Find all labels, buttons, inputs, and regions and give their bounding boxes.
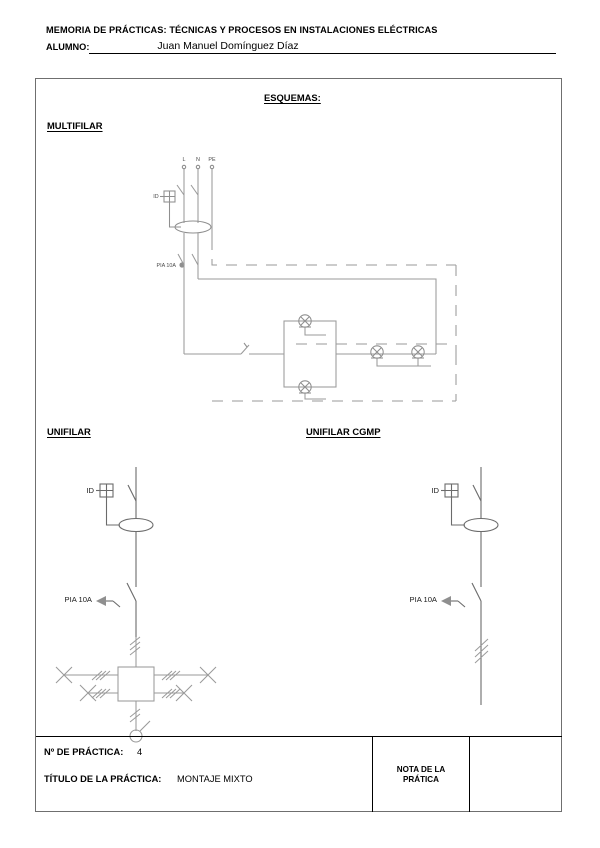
practice-title-label: TÍTULO DE LA PRÁCTICA: xyxy=(44,774,162,784)
grade-value-cell xyxy=(470,737,562,812)
conductor-count-switch-drop xyxy=(129,708,141,723)
practice-info-table: Nº DE PRÁCTICA: 4 TÍTULO DE LA PRÁCTICA:… xyxy=(36,736,562,812)
conductor-count-left-lower xyxy=(91,688,111,699)
supply-terminals xyxy=(181,164,215,170)
grade-header-cell: NOTA DE LA PRÁTICA xyxy=(373,737,470,812)
lamp-symbol-bottom xyxy=(298,380,326,400)
lamp-point-right-inner xyxy=(175,684,193,702)
switch-multifilar xyxy=(184,342,284,355)
conductor-count-cgmp-outgoing xyxy=(474,638,489,664)
right-branches-unifilar xyxy=(154,666,217,702)
document-header: MEMORIA DE PRÁCTICAS: TÉCNICAS Y PROCESO… xyxy=(46,24,556,54)
unifilar-schematic: ID PIA 10A xyxy=(55,467,217,743)
room-outline xyxy=(211,239,457,402)
practice-details-cell: Nº DE PRÁCTICA: 4 TÍTULO DE LA PRÁCTICA:… xyxy=(36,737,373,812)
supply-conductors xyxy=(183,169,213,239)
drawing-sheet: ESQUEMAS: MULTIFILAR UNIFILAR UNIFILAR C… xyxy=(35,78,562,812)
grade-header-line1: NOTA DE LA xyxy=(396,764,446,774)
conductor-count-right-upper xyxy=(161,670,181,681)
junction-box-unifilar xyxy=(117,666,155,702)
differential-switch-multifilar: ID xyxy=(153,184,212,234)
conductor-label-l: L xyxy=(183,157,186,163)
page-title: MEMORIA DE PRÁCTICAS: TÉCNICAS Y PROCESO… xyxy=(46,25,438,35)
student-name-rule: Juan Manuel Domínguez Díaz xyxy=(89,40,556,54)
pia-label-multifilar: PIA 10A xyxy=(157,263,177,269)
unifilar-cgmp-heading: UNIFILAR CGMP xyxy=(306,426,381,437)
grade-header-line2: PRÁTICA xyxy=(403,774,439,784)
circuit-breaker-unifilar: PIA 10A xyxy=(65,582,137,637)
lamp-point-right-outer xyxy=(199,666,217,684)
multifilar-schematic: L N PE ID xyxy=(153,157,457,402)
socket-outlets-multifilar xyxy=(370,345,431,367)
socket-symbol-2 xyxy=(411,345,425,366)
lamp-symbol-top xyxy=(298,314,326,336)
differential-switch-cgmp: ID xyxy=(431,483,499,587)
differential-switch-unifilar: ID xyxy=(86,483,154,587)
lamp-box-multifilar xyxy=(283,314,436,400)
lamp-point-left-outer xyxy=(55,666,73,684)
unifilar-cgmp-schematic: ID PIA 10A xyxy=(410,467,499,705)
circuit-breaker-multifilar: PIA 10A xyxy=(157,253,199,354)
student-name: Juan Manuel Domínguez Díaz xyxy=(157,40,299,52)
practice-number-label: Nº DE PRÁCTICA: xyxy=(44,747,124,757)
live-feed-wiring xyxy=(198,278,437,354)
schematics-heading: ESQUEMAS: xyxy=(264,92,321,103)
socket-symbol-1 xyxy=(370,345,431,367)
lamp-point-left-inner xyxy=(79,684,97,702)
id-label-cgmp: ID xyxy=(431,486,439,495)
circuit-breaker-cgmp: PIA 10A xyxy=(410,582,482,705)
pia-label-cgmp: PIA 10A xyxy=(410,595,438,604)
id-label-multifilar: ID xyxy=(153,194,158,200)
conductor-label-pe: PE xyxy=(208,157,216,163)
intermediate-conductors xyxy=(183,233,199,265)
conductor-count-vertical xyxy=(129,636,141,656)
practice-number-value: 4 xyxy=(137,747,143,757)
conductor-count-right-lower xyxy=(161,688,181,699)
id-label-unifilar: ID xyxy=(86,486,94,495)
practice-title-value: MONTAJE MIXTO xyxy=(177,774,253,784)
student-row: ALUMNO: Juan Manuel Domínguez Díaz xyxy=(46,39,556,54)
unifilar-heading: UNIFILAR xyxy=(47,426,91,437)
left-branches-unifilar xyxy=(55,666,118,702)
conductor-count-left-upper xyxy=(91,670,111,681)
conductor-label-n: N xyxy=(196,157,200,163)
pia-label-unifilar: PIA 10A xyxy=(65,595,93,604)
student-label: ALUMNO: xyxy=(46,42,90,52)
multifilar-heading: MULTIFILAR xyxy=(47,120,103,131)
grade-header-text: NOTA DE LA PRÁTICA xyxy=(397,765,446,785)
